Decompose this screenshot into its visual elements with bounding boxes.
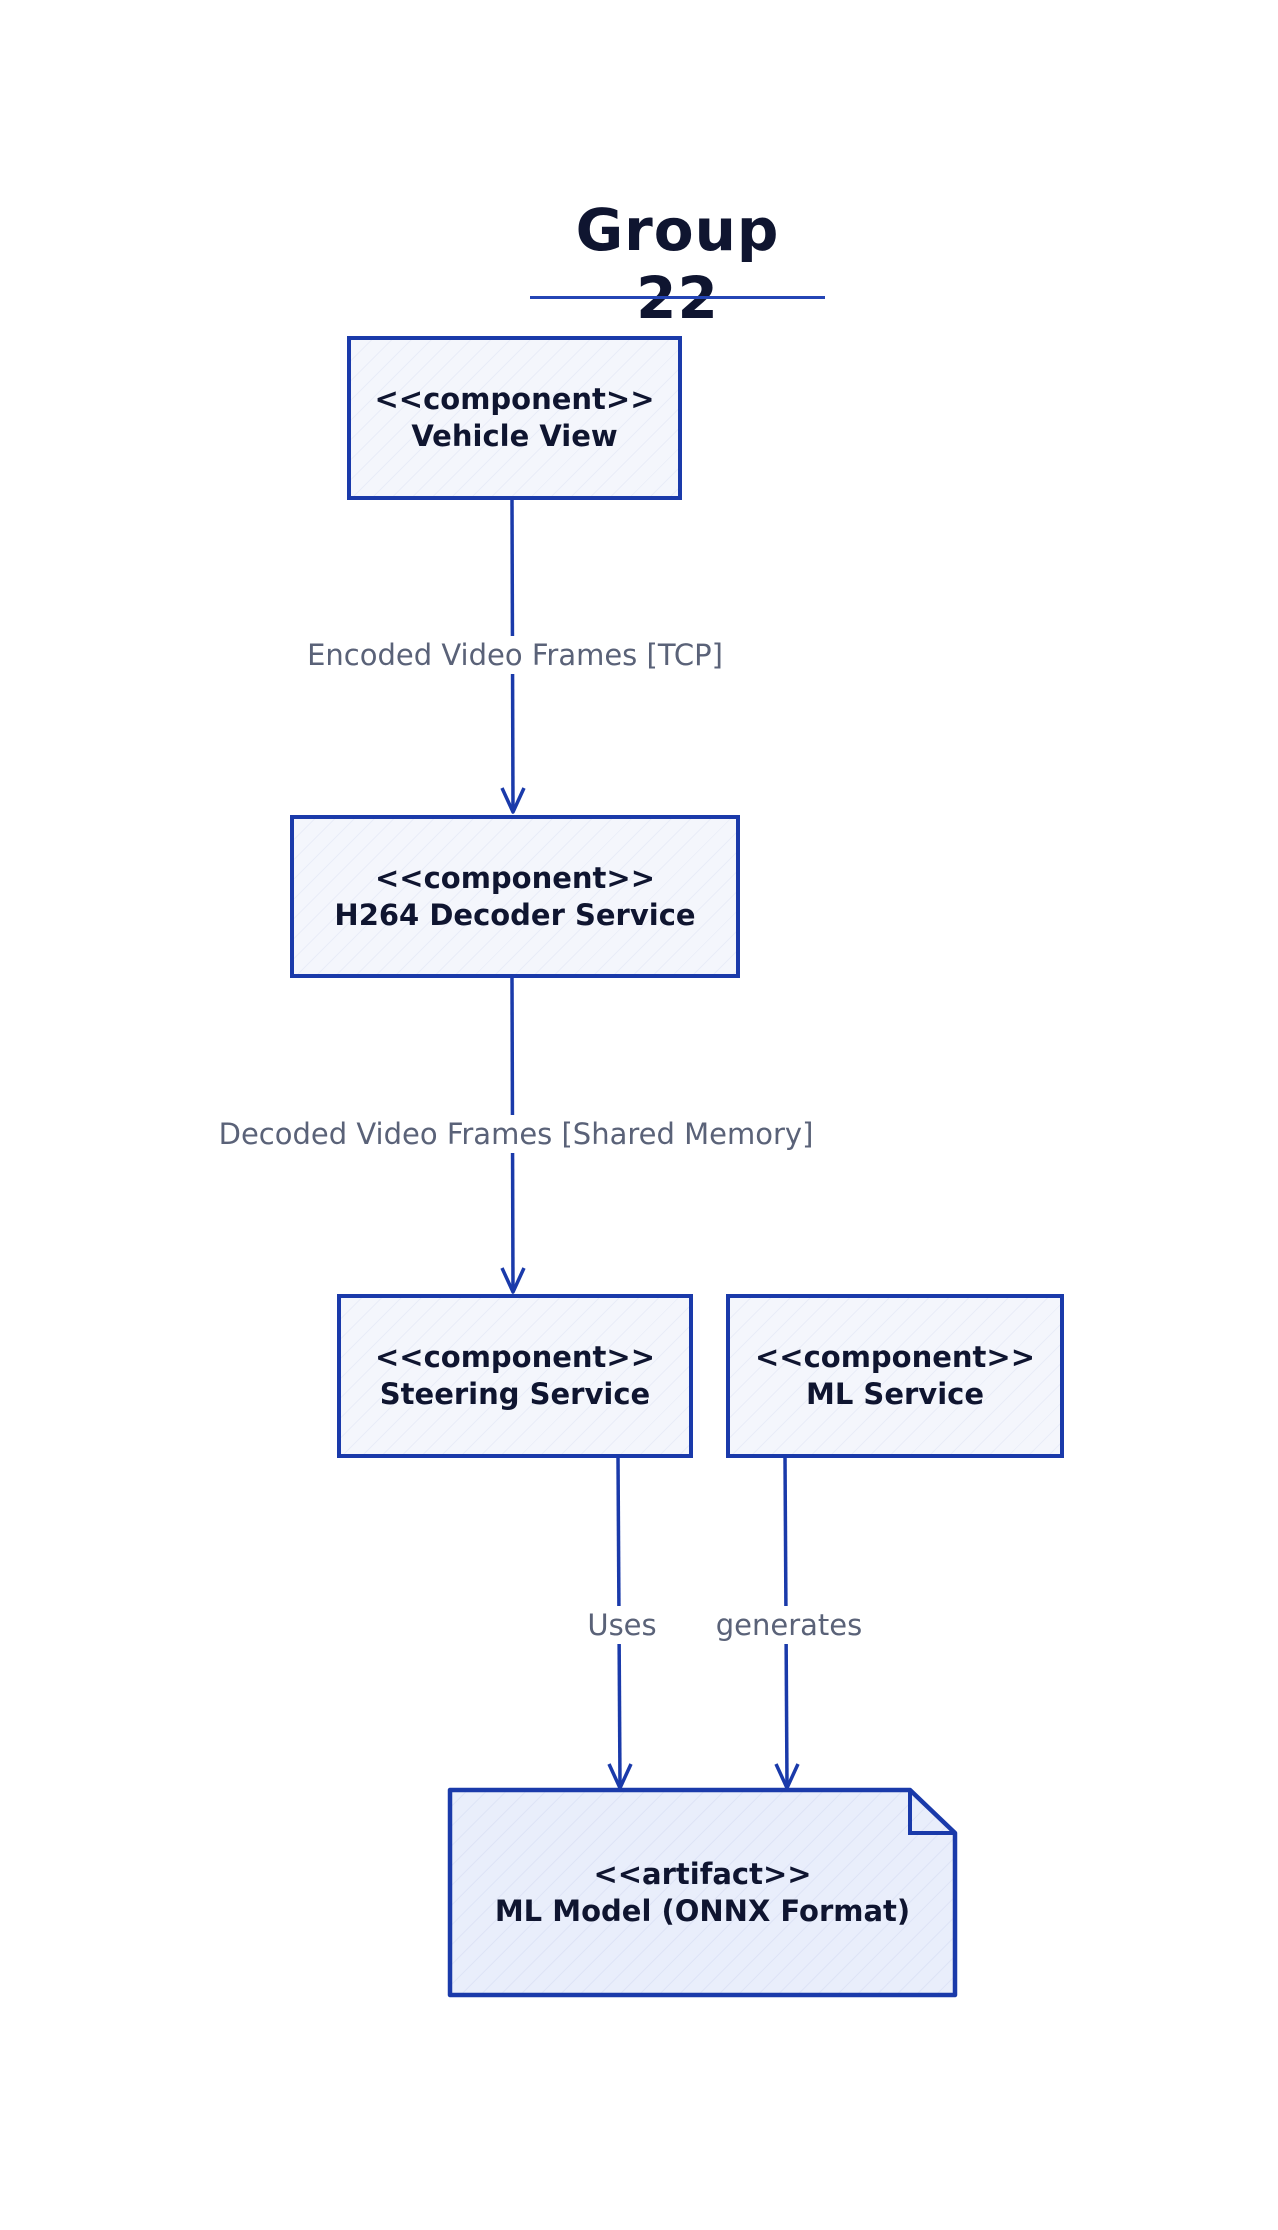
node-stereotype: <<component>>	[374, 382, 655, 416]
node-name: ML Model (ONNX Format)	[494, 1893, 911, 1928]
node-stereotype: <<component>>	[754, 1340, 1036, 1374]
node-name: Vehicle View	[411, 419, 618, 453]
node-ml-model-artifact[interactable]: <<artifact>> ML Model (ONNX Format)	[450, 1790, 955, 1995]
edge-label-ml-service-to-model: generates	[709, 1606, 869, 1644]
title-underline	[530, 296, 825, 299]
edge-label-decoder-to-steering: Decoded Video Frames [Shared Memory]	[212, 1115, 820, 1153]
node-name: H264 Decoder Service	[334, 897, 696, 932]
node-name: ML Service	[806, 1377, 984, 1411]
node-ml-service[interactable]: <<component>> ML Service	[726, 1294, 1064, 1458]
artifact-shape-ml-model	[447, 1787, 958, 1998]
edge-label-steering-to-model: Uses	[581, 1606, 663, 1644]
node-steering-service[interactable]: <<component>> Steering Service	[337, 1294, 693, 1458]
node-stereotype: <<artifact>>	[593, 1856, 812, 1891]
node-stereotype: <<component>>	[374, 1340, 656, 1374]
node-h264-decoder-service[interactable]: <<component>> H264 Decoder Service	[290, 815, 740, 978]
edge-label-vehicle-to-decoder: Encoded Video Frames [TCP]	[301, 636, 729, 674]
node-vehicle-view[interactable]: <<component>> Vehicle View	[347, 336, 682, 500]
node-stereotype: <<component>>	[374, 860, 656, 895]
node-name: Steering Service	[379, 1377, 651, 1411]
